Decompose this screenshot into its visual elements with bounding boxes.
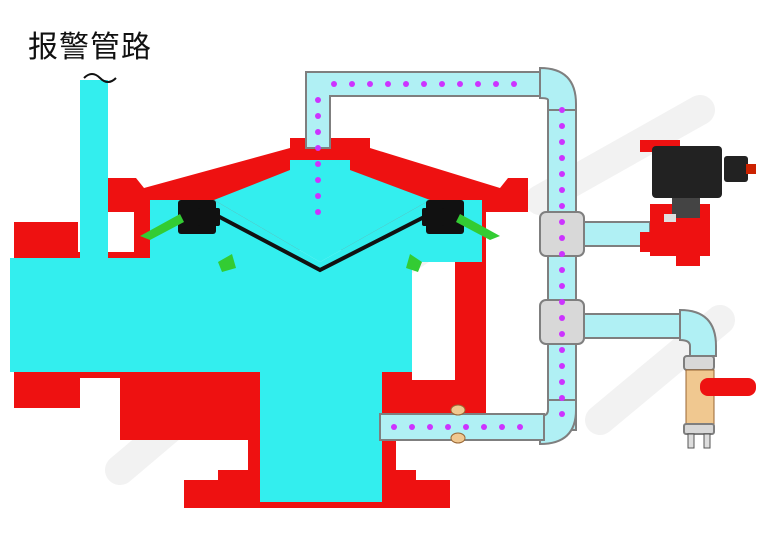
flow-dot (559, 299, 565, 305)
flow-dot (559, 235, 565, 241)
flow-dot (385, 81, 391, 87)
flow-dot (439, 81, 445, 87)
flow-dot (559, 155, 565, 161)
flow-dot (481, 424, 487, 430)
flow-dot (427, 424, 433, 430)
flow-dot (559, 315, 565, 321)
flow-dots (315, 81, 565, 430)
flow-dot (391, 424, 397, 430)
flow-dot (559, 411, 565, 417)
flow-dot (367, 81, 373, 87)
flow-dot (559, 379, 565, 385)
alarm-pipeline-label: 报警管路 (28, 30, 152, 65)
flow-dot (315, 177, 321, 183)
flow-dot (559, 395, 565, 401)
flow-dot (315, 129, 321, 135)
flow-dot (559, 171, 565, 177)
flow-dot (475, 81, 481, 87)
flow-dot (409, 424, 415, 430)
flow-dot (315, 161, 321, 167)
gaskets (140, 214, 500, 272)
flow-dot (315, 209, 321, 215)
flow-dot (493, 81, 499, 87)
alarm-pipe-mark (83, 73, 117, 83)
flow-dot (559, 219, 565, 225)
flow-dot (559, 347, 565, 353)
flow-dot (457, 81, 463, 87)
flow-dot (517, 424, 523, 430)
flow-dot (559, 139, 565, 145)
flow-dot (315, 145, 321, 151)
flow-dot (421, 81, 427, 87)
flow-dot (559, 363, 565, 369)
control-piping (305, 66, 717, 446)
flow-dot (559, 203, 565, 209)
flow-dot (559, 251, 565, 257)
flow-dot (559, 331, 565, 337)
flow-dot (559, 107, 565, 113)
flow-dot (499, 424, 505, 430)
flow-dot (331, 81, 337, 87)
flow-dot (315, 97, 321, 103)
flow-dot (463, 424, 469, 430)
ball-valve-icon (683, 355, 756, 449)
restrictor-icon (450, 404, 466, 444)
flow-dot (559, 283, 565, 289)
flow-dot (315, 113, 321, 119)
flow-dot (349, 81, 355, 87)
flow-dot (559, 187, 565, 193)
flow-dot (511, 81, 517, 87)
water (10, 80, 482, 502)
flow-dot (559, 267, 565, 273)
flow-dot (445, 424, 451, 430)
flow-dot (403, 81, 409, 87)
flow-dot (315, 193, 321, 199)
flow-dot (559, 123, 565, 129)
diaphragm (178, 200, 464, 273)
solenoid-valve-icon (640, 140, 756, 266)
